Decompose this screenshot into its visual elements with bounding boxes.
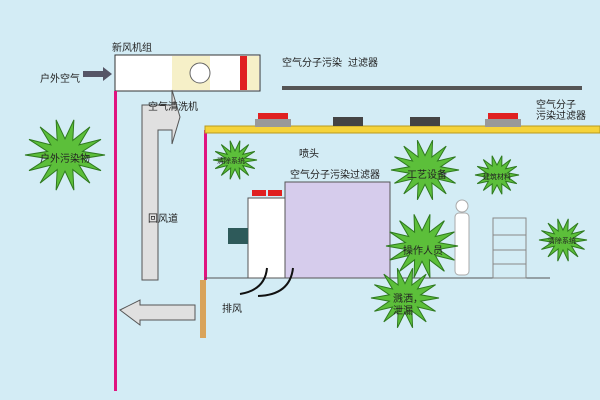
pipe-left [114, 91, 117, 391]
pipe-right [204, 130, 207, 280]
shelf [492, 217, 527, 279]
loadport [228, 228, 248, 244]
filter-top-label: 过滤器 [348, 58, 378, 69]
amc-filter-top-label: 空气分子污染 [282, 58, 342, 69]
supply-duct [282, 86, 582, 90]
return-arrow [119, 299, 196, 326]
amc-filter-right-label-2: 污染过滤器 [536, 111, 586, 122]
cleaning-system-right-label: 清除系统 [548, 237, 576, 245]
amc-filter-mid-label: 空气分子污染过滤器 [290, 170, 380, 181]
ahu-label: 新风机组 [112, 43, 152, 54]
ahu-unit [114, 54, 261, 92]
spill-label-1: 溅洒， [393, 294, 423, 305]
contamination-burst [538, 218, 588, 262]
contamination-bursts [24, 119, 588, 329]
contamination-burst [385, 214, 459, 278]
spill-label-2: 泄漏 [393, 306, 413, 317]
outdoor-pollutant-label: 户外污染物 [40, 154, 90, 165]
contamination-burst [370, 267, 440, 329]
contamination-burst [474, 155, 520, 195]
operator-label: 操作人员 [403, 246, 443, 257]
process-equipment-label: 工艺设备 [407, 170, 447, 181]
exhaust-arrows [239, 267, 294, 297]
contamination-burst [24, 119, 106, 191]
outdoor-air-label: 户外空气 [40, 74, 80, 85]
wall [200, 280, 206, 338]
outdoor-air-arrow [83, 67, 112, 81]
amc-filter-right-label-1: 空气分子 [536, 100, 576, 111]
exhaust-label: 排风 [222, 304, 242, 315]
ceiling-filters [255, 113, 521, 127]
air-washer-label: 空气清洗机 [148, 102, 198, 113]
cleaning-system-left-label: 清除系统 [217, 157, 245, 165]
contamination-burst [212, 140, 258, 180]
contamination-burst [390, 139, 460, 201]
process-tool [284, 181, 391, 279]
operator-figure [454, 199, 470, 276]
minienvironment [247, 197, 286, 279]
return-duct-label: 回风道 [148, 214, 178, 225]
ceiling [204, 125, 600, 134]
building-materials-label: 建筑材料 [483, 173, 511, 181]
nozzle-label: 喷头 [299, 149, 319, 160]
return-duct [141, 89, 181, 281]
